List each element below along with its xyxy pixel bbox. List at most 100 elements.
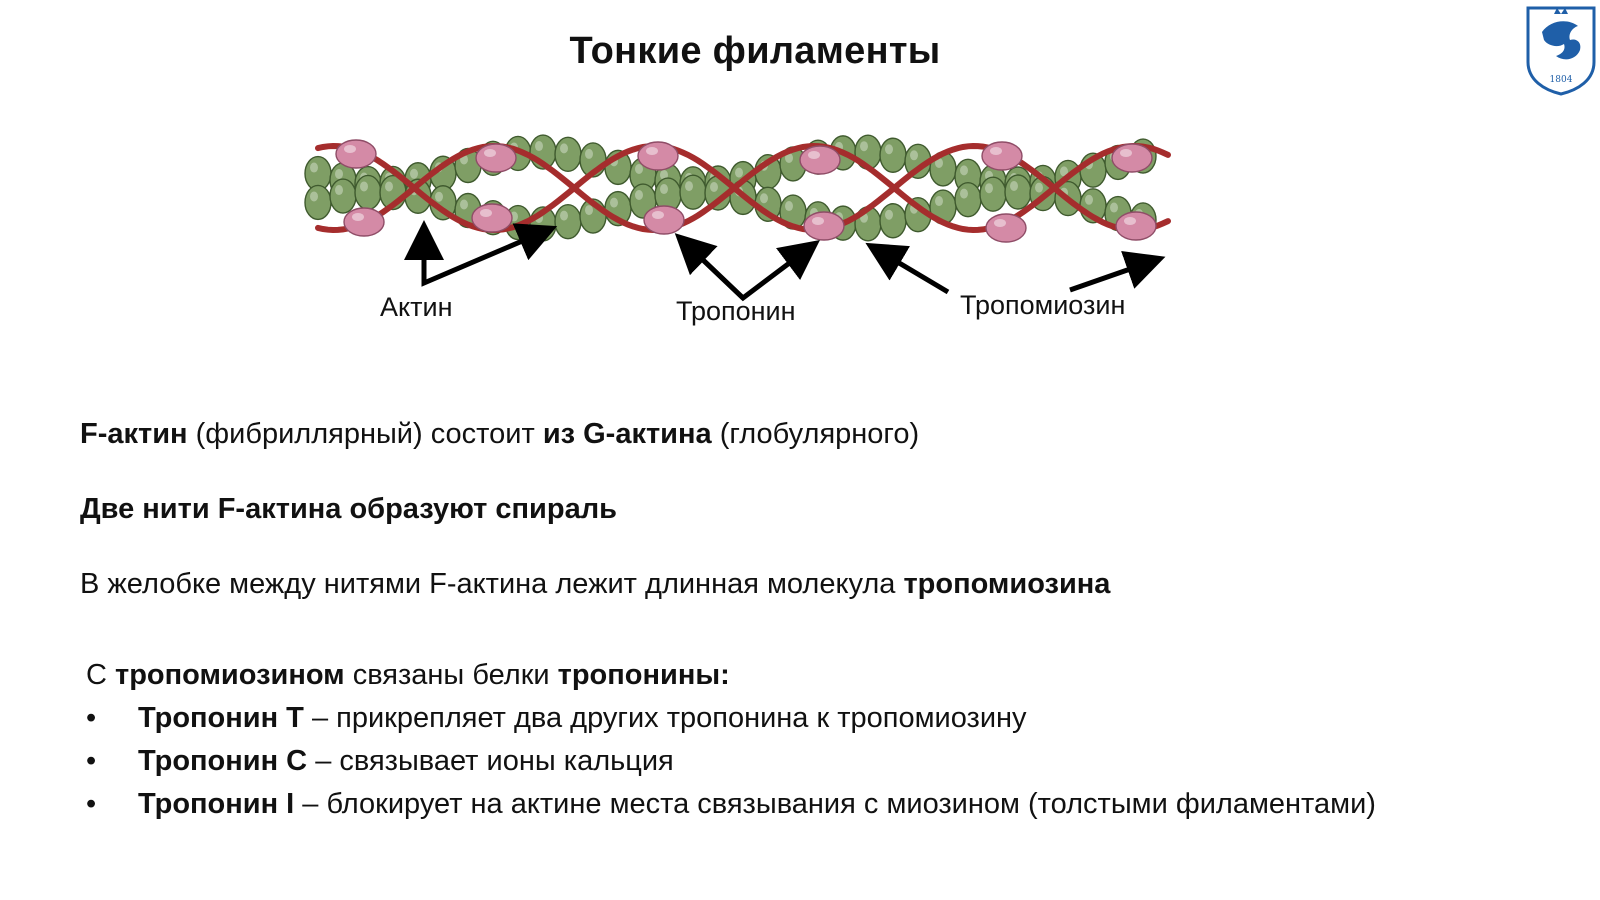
troponin-complex xyxy=(471,203,513,233)
troponin-arrow xyxy=(678,236,820,302)
actin-bead-highlight xyxy=(860,141,868,152)
actin-bead-highlight xyxy=(935,157,943,168)
actin-bead-highlight xyxy=(960,165,968,176)
tropomyosin-strands xyxy=(315,142,1171,234)
actin-bead xyxy=(554,136,582,173)
troponin-complex xyxy=(343,207,385,237)
actin-bead-highlight xyxy=(585,148,593,159)
actin-bead xyxy=(354,174,382,211)
actin-arrow xyxy=(421,223,558,287)
actin-bead-highlight xyxy=(735,167,743,178)
actin-bead-highlight xyxy=(335,185,343,196)
actin-bead-highlight xyxy=(610,197,618,208)
troponin-highlight xyxy=(1124,217,1136,225)
troponin-complex xyxy=(637,141,679,171)
troponin-highlight xyxy=(652,211,664,219)
logo-year: 1804 xyxy=(1550,75,1573,85)
actin-bead-highlight xyxy=(685,181,693,192)
troponin-highlight xyxy=(808,151,820,159)
label-troponin: Тропонин xyxy=(676,296,796,326)
troponin-highlight xyxy=(994,219,1006,227)
text-line-spiral: Две нити F-актина образуют спираль xyxy=(80,493,617,525)
tropomyosin-strand xyxy=(315,142,1171,234)
bullet-icon: • xyxy=(86,702,97,734)
troponin-highlight xyxy=(352,213,364,221)
actin-bead-highlight xyxy=(660,169,668,180)
troponin-complex xyxy=(1111,143,1153,173)
actin-bead-highlight xyxy=(935,196,943,207)
actin-bead xyxy=(879,137,907,173)
actin-bead xyxy=(954,181,982,218)
university-logo: 1804 xyxy=(1526,6,1596,96)
troponin-highlight xyxy=(990,147,1002,155)
actin-bead-highlight xyxy=(1060,166,1068,177)
actin-bead-highlight xyxy=(910,150,918,161)
actin-bead-highlight xyxy=(535,141,543,152)
slide-title: Тонкие филаменты xyxy=(569,30,941,72)
actin-bead-highlight xyxy=(960,188,968,199)
troponin-complex xyxy=(335,139,377,169)
troponin-highlight xyxy=(480,209,492,217)
actin-bead-highlight xyxy=(885,144,893,155)
actin-bead-highlight xyxy=(560,210,568,221)
bullet-icon: • xyxy=(86,745,97,777)
troponin-highlight xyxy=(484,149,496,157)
bullet-icon: • xyxy=(86,788,97,820)
troponin-highlight xyxy=(1120,149,1132,157)
actin-bead xyxy=(304,184,332,221)
actin-bead xyxy=(979,176,1007,212)
term-g-actin: из G-актина xyxy=(542,418,712,450)
actin-bead xyxy=(679,174,707,210)
tropomyosin-arrow-left xyxy=(865,242,950,295)
troponin-complex xyxy=(799,145,841,175)
actin-bead-highlight xyxy=(460,199,468,210)
actin-bead xyxy=(554,203,582,240)
term-f-actin: F-актин xyxy=(80,418,188,450)
troponin-complex xyxy=(981,141,1023,171)
actin-bead-highlight xyxy=(635,163,643,174)
tropomyosin-strand xyxy=(315,142,1171,234)
actin-bead-highlight xyxy=(385,181,393,192)
troponin-complex xyxy=(475,143,517,173)
actin-bead-highlight xyxy=(1035,182,1043,193)
actin-bead xyxy=(1004,174,1032,210)
actin-bead-highlight xyxy=(885,209,893,220)
troponin-complex xyxy=(803,211,845,241)
actin-bead-highlight xyxy=(710,181,718,192)
actin-bead-highlight xyxy=(560,143,568,154)
troponin-highlight xyxy=(344,145,356,153)
actin-bead-highlight xyxy=(1085,194,1093,205)
actin-bead-highlight xyxy=(435,191,443,202)
troponin-complex xyxy=(1115,211,1157,241)
actin-bead-highlight xyxy=(335,168,343,179)
tropomyosin-arrow-right xyxy=(1069,250,1166,293)
thin-filament-diagram: Актин Тропонин Тропомиозин xyxy=(300,120,1220,350)
label-tropomyosin: Тропомиозин xyxy=(960,290,1126,320)
label-actin: Актин xyxy=(380,292,453,322)
actin-bead-highlight xyxy=(310,162,318,173)
text-line-factin: F-актин (фибриллярный) состоит из G-акти… xyxy=(80,418,920,450)
actin-bead xyxy=(329,178,357,214)
actin-bead-highlight xyxy=(635,190,643,201)
text-line-groove: В желобке между нитями F-актина лежит дл… xyxy=(80,568,1111,600)
actin-bead-highlight xyxy=(585,205,593,216)
actin-bead-highlight xyxy=(410,168,418,179)
actin-bead-highlight xyxy=(310,191,318,202)
troponin-highlight xyxy=(812,217,824,225)
label-arrows xyxy=(404,220,1166,302)
troponin-highlight xyxy=(646,147,658,155)
troponin-complexes xyxy=(335,139,1157,243)
actin-bead-highlight xyxy=(760,193,768,204)
term-tropomyosin: тропомиозина xyxy=(903,568,1111,600)
troponin-complex xyxy=(985,213,1027,243)
text-line-troponins: С тропомиозином связаны белки тропонины: xyxy=(86,659,730,691)
actin-bead-highlight xyxy=(1010,181,1018,192)
filament-illustration xyxy=(304,134,1171,302)
actin-bead xyxy=(879,203,907,239)
actin-bead-highlight xyxy=(985,183,993,194)
actin-bead-highlight xyxy=(785,201,793,212)
actin-bead-highlight xyxy=(785,152,793,163)
actin-bead-highlight xyxy=(660,184,668,195)
troponin-complex xyxy=(643,205,685,235)
actin-bead-highlight xyxy=(360,181,368,192)
